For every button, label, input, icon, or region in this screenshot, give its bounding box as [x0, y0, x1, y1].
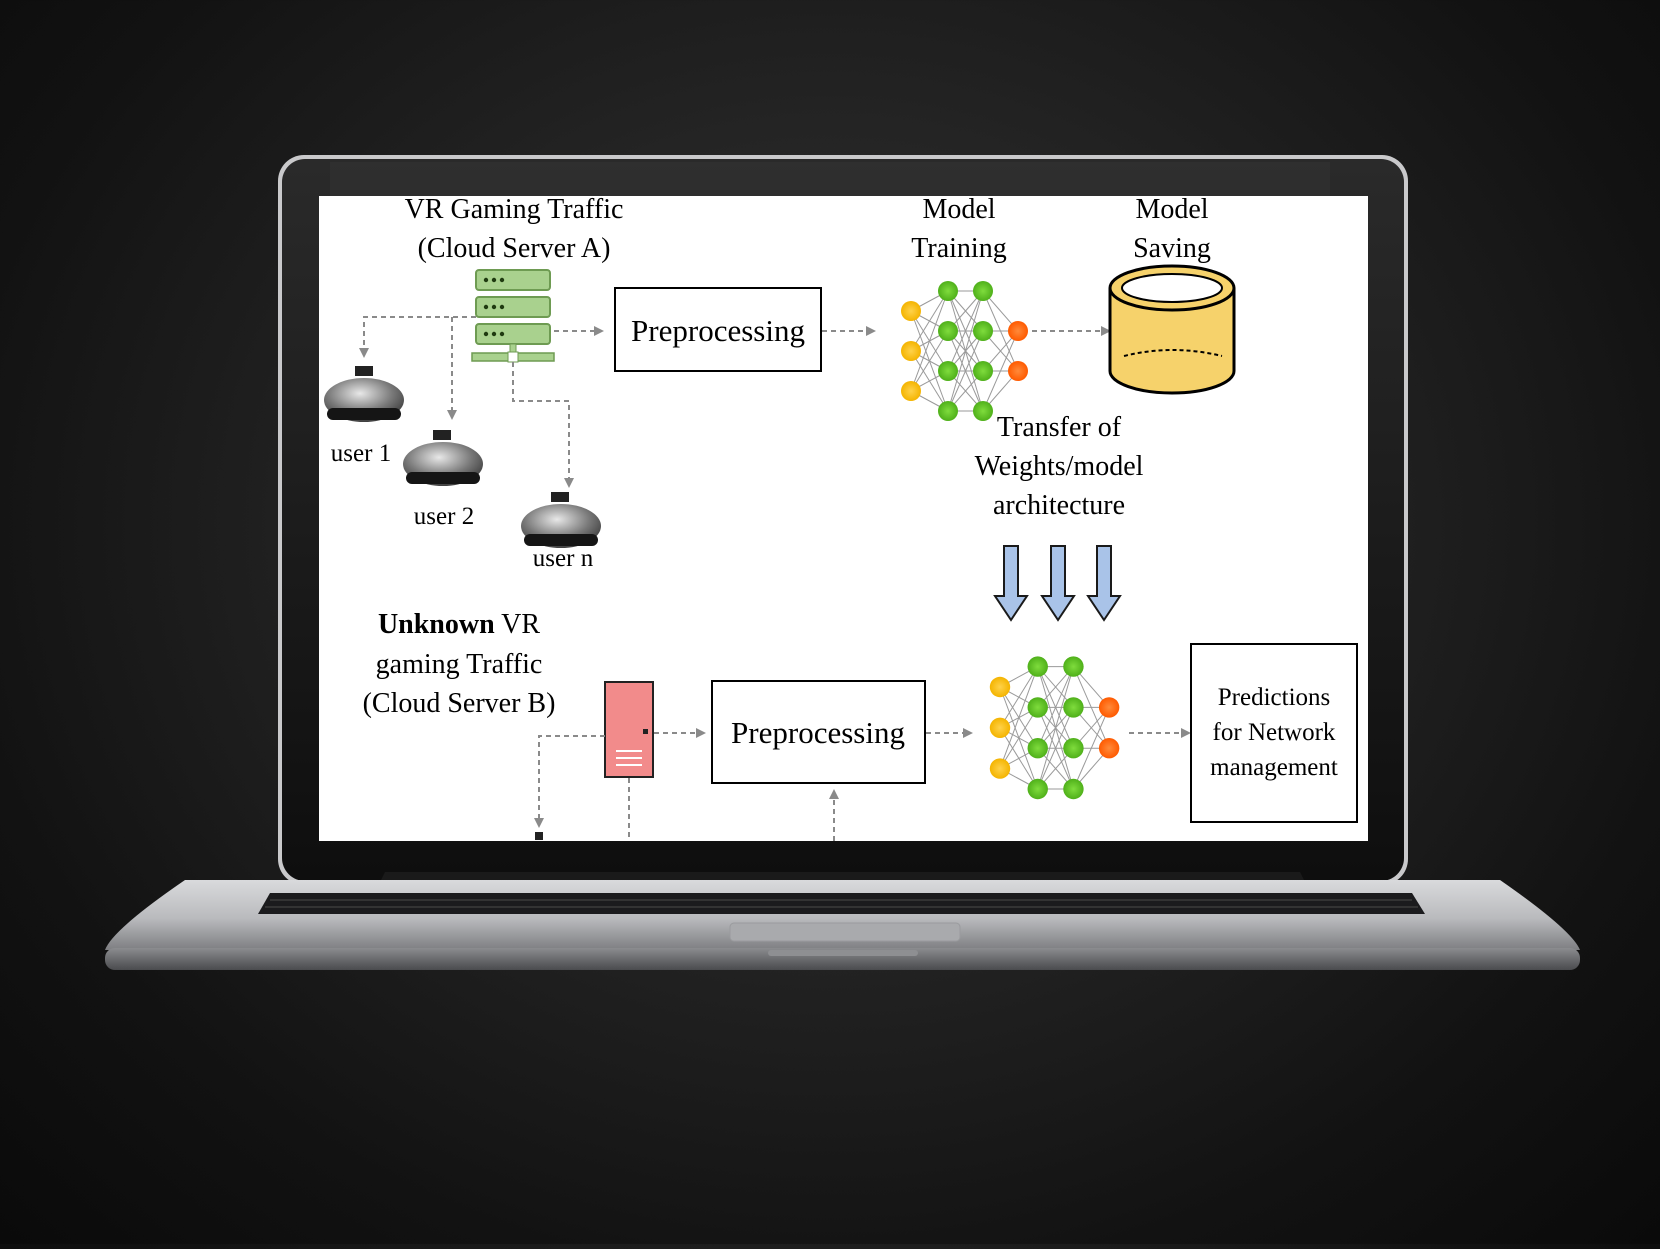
source-b-title-line2: gaming Traffic — [376, 649, 543, 680]
diagram-viewport: VR Gaming Traffic (Cloud Server A) — [324, 194, 1358, 841]
user-2-label: user 2 — [414, 503, 474, 530]
trackpad — [729, 922, 961, 942]
neural-network-icon — [989, 656, 1120, 800]
user-connectors — [359, 316, 604, 488]
model-saving-line1: Model — [1135, 194, 1208, 225]
source-a-title-line1: VR Gaming Traffic — [405, 194, 624, 225]
model-training-line1: Model — [922, 194, 995, 225]
predictions-line2: for Network — [1213, 719, 1336, 746]
user-1-label: user 1 — [331, 440, 391, 467]
network-node — [989, 676, 1011, 698]
network-edge — [947, 290, 984, 372]
predictions-line3: management — [1210, 754, 1338, 781]
predictions-box — [1190, 643, 1358, 823]
hinge-notch — [768, 950, 918, 956]
network-node — [1027, 656, 1048, 677]
source-b-bold: Unknown — [378, 609, 495, 640]
network-node — [973, 361, 993, 381]
network-node — [938, 401, 958, 421]
network-node — [938, 281, 958, 301]
screen: VR Gaming Traffic (Cloud Server A) — [319, 194, 1368, 841]
network-node — [1027, 697, 1048, 718]
network-edge — [982, 330, 1019, 412]
network-node — [1008, 321, 1028, 341]
network-edge — [910, 330, 949, 392]
user-n-label: user n — [533, 545, 594, 572]
network-edge — [910, 290, 949, 352]
model-training-line2: Training — [911, 233, 1006, 264]
network-node — [1063, 656, 1084, 677]
network-node — [973, 321, 993, 341]
network-node — [938, 361, 958, 381]
network-node — [901, 341, 921, 361]
preprocessing-label-bottom: Preprocessing — [731, 715, 905, 750]
down-arrow-icon — [1040, 545, 1076, 622]
source-b-rest: VR — [495, 609, 541, 640]
vr-headset-icon — [521, 492, 601, 548]
down-arrow-icon — [993, 545, 1029, 622]
keyboard — [258, 893, 1425, 914]
source-b-title-line3: (Cloud Server B) — [363, 688, 556, 719]
network-node — [1098, 738, 1120, 759]
network-node — [1027, 738, 1048, 759]
network-edge — [999, 707, 1039, 769]
network-edge — [999, 666, 1039, 729]
network-node — [938, 321, 958, 341]
network-node — [1063, 697, 1084, 718]
network-node — [1027, 778, 1048, 800]
network-edge — [947, 330, 984, 412]
server-icon — [471, 269, 555, 363]
preprocessing-box-bottom — [711, 680, 926, 784]
neural-network-icon — [901, 281, 1028, 421]
transfer-line1: Transfer of — [997, 412, 1122, 443]
preprocessing-box-top — [614, 287, 822, 372]
vr-headset-icon — [324, 366, 404, 422]
transfer-line2: Weights/model — [975, 451, 1144, 482]
network-edge — [999, 666, 1039, 769]
database-icon — [1108, 264, 1236, 395]
network-node — [901, 381, 921, 401]
network-edge — [910, 290, 949, 392]
preprocessing-label-top: Preprocessing — [631, 313, 805, 348]
source-b-title-line1: Unknown VR — [378, 609, 540, 640]
network-node — [1063, 738, 1084, 759]
network-node — [989, 758, 1011, 779]
network-edge — [1037, 666, 1074, 749]
network-node — [1098, 697, 1120, 718]
network-node — [1008, 361, 1028, 381]
laptop-base — [105, 872, 1580, 970]
network-node — [989, 717, 1011, 738]
server-icon — [604, 681, 654, 778]
vr-headset-icon — [403, 430, 483, 486]
down-arrow-icon — [1086, 545, 1122, 622]
network-edge — [1072, 707, 1110, 790]
network-node — [1063, 778, 1084, 800]
network-node — [901, 301, 921, 321]
network-node — [973, 401, 993, 421]
predictions-line1: Predictions — [1218, 684, 1331, 711]
network-edge — [1037, 666, 1074, 790]
network-edge — [947, 290, 984, 412]
transfer-line3: architecture — [993, 490, 1125, 521]
network-edge — [1037, 707, 1074, 790]
network-node — [973, 281, 993, 301]
model-saving-line2: Saving — [1133, 233, 1211, 264]
source-a-title-line2: (Cloud Server A) — [418, 233, 611, 264]
transfer-arrows — [993, 545, 1122, 622]
